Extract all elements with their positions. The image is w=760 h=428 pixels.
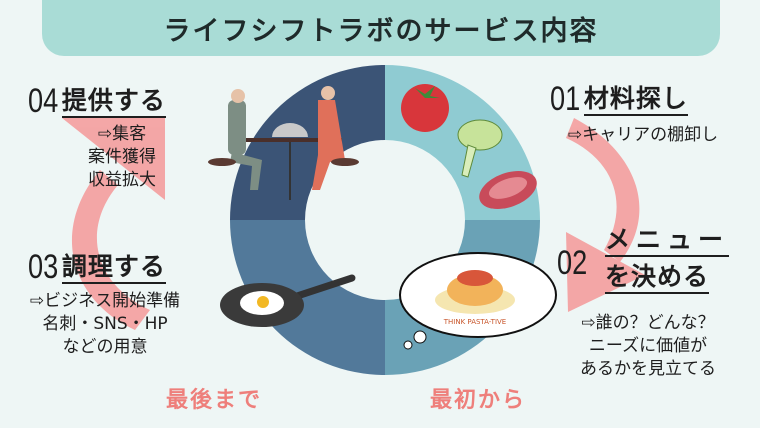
step-01-description: ⇨キャリアの棚卸し (528, 124, 758, 147)
label-end: 最後まで (166, 388, 263, 413)
tomato-icon (401, 84, 449, 132)
desc-line: ⇨集客 (97, 124, 147, 144)
desc-line: 案件獲得 (88, 147, 156, 167)
arrow-right (566, 118, 645, 312)
page-title: ライフシフトラボのサービス内容 (163, 15, 599, 47)
title-banner: ライフシフトラボのサービス内容 (42, 0, 720, 56)
desc-line: ⇨ビジネス開始準備 (29, 291, 181, 311)
step-number: 02 (557, 244, 588, 282)
meat-icon (479, 171, 537, 209)
step-title: 提供する (61, 86, 166, 118)
donut-quadrant-03 (230, 220, 385, 375)
step-title: 材料探し (583, 84, 688, 116)
diners-illustration (208, 86, 359, 200)
step-04-description: ⇨集客 案件獲得 収益拡大 (62, 123, 182, 192)
desc-line: 名刺・SNS・HP (42, 314, 168, 334)
step-title-line: を決める (605, 262, 710, 294)
step-02-description: ⇨誰の？どんな？ ニーズに価値が あるかを見立てる (548, 312, 748, 381)
pasta-caption: THINK PASTA-TIVE (443, 318, 506, 326)
step-01-heading: 01 材料探し (550, 82, 688, 116)
desc-line: ニーズに価値が (588, 336, 708, 356)
step-number: 04 (28, 82, 59, 120)
desc-line: ⇨キャリアの棚卸し (567, 125, 719, 145)
step-title-line: メニュー (605, 225, 730, 257)
pasta-thought-cloud-icon: THINK PASTA-TIVE (399, 252, 557, 350)
desc-line: ⇨誰の？どんな？ (581, 313, 715, 333)
step-number: 03 (28, 248, 59, 286)
desc-line: などの用意 (62, 337, 148, 357)
desc-line: 収益拡大 (88, 170, 156, 190)
step-03-description: ⇨ビジネス開始準備 名刺・SNS・HP などの用意 (5, 290, 205, 359)
step-04-heading: 04 提供する (28, 84, 166, 118)
donut-quadrant-04 (230, 65, 385, 220)
lettuce-icon (457, 119, 503, 178)
arrow-left (62, 118, 165, 330)
step-number: 01 (550, 80, 581, 118)
frying-pan-icon (220, 274, 356, 327)
step-02-heading: メニュー を決める (605, 225, 730, 294)
label-start: 最初から (430, 388, 527, 413)
step-title: 調理する (61, 252, 166, 284)
step-03-heading: 03 調理する (28, 250, 166, 284)
desc-line: あるかを見立てる (580, 359, 716, 379)
